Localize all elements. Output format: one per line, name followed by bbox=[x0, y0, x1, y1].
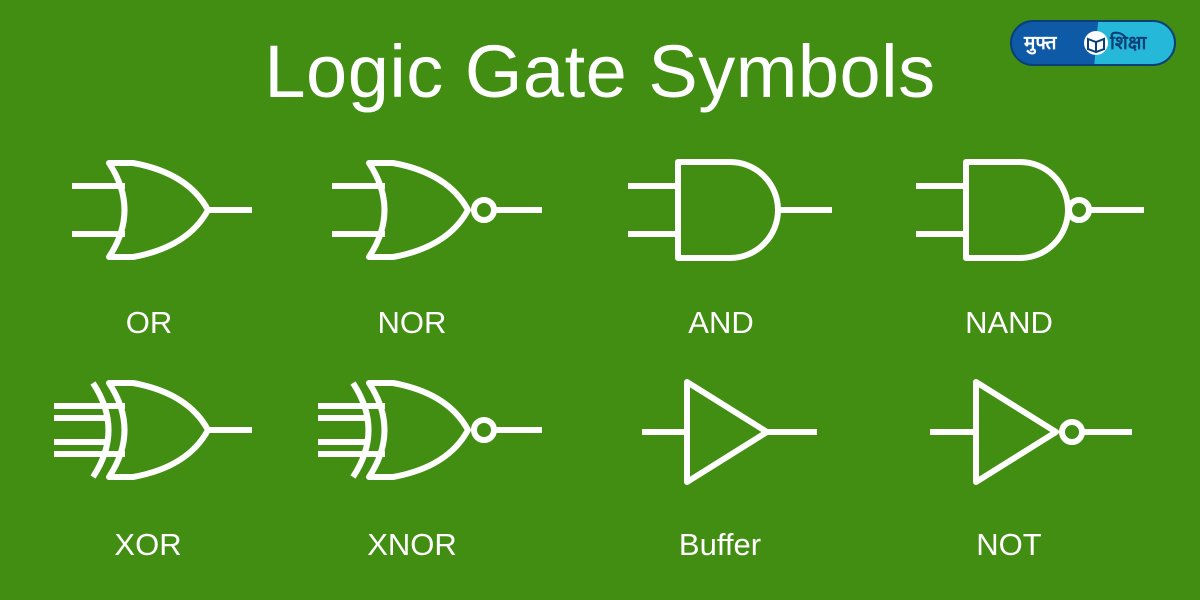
xnor-gate-icon bbox=[318, 380, 542, 480]
page-title: Logic Gate Symbols bbox=[264, 30, 936, 113]
gate-label-and: AND bbox=[688, 305, 754, 340]
or-gate-icon bbox=[72, 160, 252, 260]
not-gate-icon bbox=[930, 379, 1132, 485]
gate-label-or: OR bbox=[125, 305, 173, 340]
logo-word-2: शिक्षा bbox=[1110, 32, 1147, 54]
logo-background bbox=[1084, 22, 1174, 64]
xor-gate-icon bbox=[54, 380, 252, 480]
gate-label-not: NOT bbox=[976, 527, 1042, 562]
buffer-gate-icon bbox=[642, 379, 817, 485]
logo: मुफ्त शिक्षा bbox=[1010, 20, 1176, 66]
gate-label-xor: XOR bbox=[114, 527, 182, 562]
gate-label-nand: NAND bbox=[965, 305, 1053, 340]
nand-gate-icon bbox=[916, 159, 1144, 261]
book-icon bbox=[1084, 31, 1108, 55]
logo-word-1: मुफ्त bbox=[1024, 32, 1057, 54]
gate-label-xnor: XNOR bbox=[367, 527, 457, 562]
gate-label-nor: NOR bbox=[377, 305, 447, 340]
gate-label-buffer: Buffer bbox=[678, 527, 762, 562]
nor-gate-icon bbox=[332, 160, 542, 260]
and-gate-icon bbox=[628, 159, 832, 261]
